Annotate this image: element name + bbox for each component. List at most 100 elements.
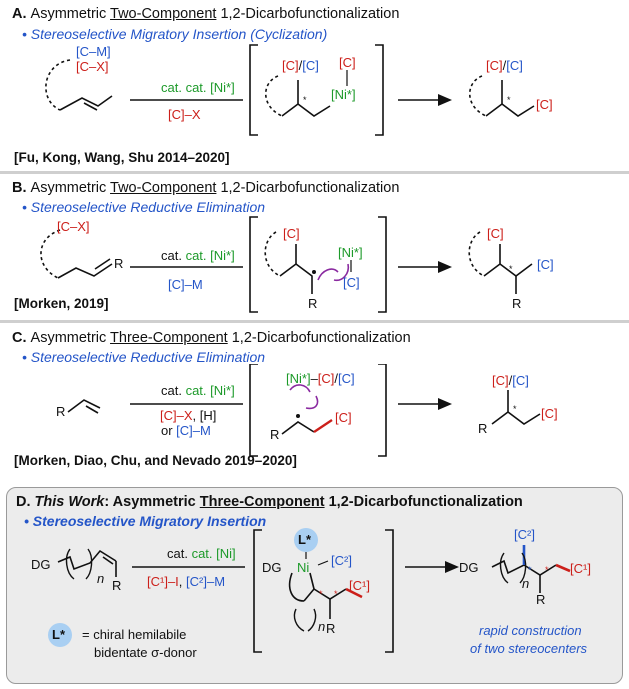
panel-a-bracket-right <box>375 44 384 136</box>
panel-a-product-ring <box>469 75 487 117</box>
panel-b-substrate-ring <box>40 229 61 279</box>
separator-ab <box>0 171 629 174</box>
panel-a-int-c1c2: [C]/[C] <box>282 58 319 73</box>
panel-d-int-dg: DG <box>262 560 282 575</box>
panel-d-prod-n: n <box>522 576 530 591</box>
panel-a-intermediate-ring <box>265 75 283 117</box>
panel-a-substrate-cm: [C–M] <box>76 44 111 59</box>
panel-c-product-star: * <box>513 404 517 414</box>
panel-d-subtitle: • Stereoselective Migratory Insertion <box>24 513 267 529</box>
panel-b-substrate-r: R <box>114 256 124 271</box>
panel-a-bracket-left <box>249 44 258 136</box>
panel-c-prod-c1c2: [C]/[C] <box>492 373 529 388</box>
panel-d-substrate-chain <box>57 549 117 571</box>
panel-c-bracket-left <box>249 364 258 457</box>
panel-d-int-c1: [C¹] <box>349 578 370 593</box>
panel-b-curl-arrow-1 <box>317 268 339 281</box>
panel-d-box <box>6 487 623 684</box>
panel-a-reference: [Fu, Kong, Wang, Shu 2014–2020] <box>14 150 230 165</box>
panel-b-scheme: * <box>40 216 533 313</box>
panel-d-int-r: R <box>326 621 336 636</box>
panel-b-prod-r: R <box>512 296 522 311</box>
panel-c-product-chain <box>491 390 509 425</box>
panel-d-int-ligand: L* <box>298 532 311 547</box>
panel-d-prod-c1: [C¹] <box>570 561 591 576</box>
panel-c-reagent-bottom-2: or [C]–M <box>161 423 211 438</box>
panel-c-curl-arrow-1 <box>289 384 311 393</box>
panel-c-scheme: * <box>67 364 541 457</box>
panel-d-caption-2: of two stereocenters <box>470 641 588 656</box>
panel-b-int-r: R <box>308 296 318 311</box>
panel-a-reagent-bottom: [C]–X <box>168 107 201 122</box>
panel-c-reference: [Morken, Diao, Chu, and Nevado 2019–2020… <box>14 453 297 468</box>
panel-b-int-ni: [Ni*] <box>338 245 363 260</box>
panel-c-reagent-bottom-1: [C]–X, [H] <box>160 408 217 423</box>
panel-d-product-chain <box>491 559 557 576</box>
panel-c-bracket-right <box>378 364 387 457</box>
panel-b-bracket-left <box>249 216 258 313</box>
panel-b-product-chain <box>483 244 501 277</box>
panel-a-prod-c1c2: [C]/[C] <box>486 58 523 73</box>
panel-d-int-c2: [C²] <box>331 553 352 568</box>
panel-b-product-ring <box>468 231 485 277</box>
panel-d-int-star-1: * <box>319 589 323 599</box>
panel-a-substrate-cx: [C–X] <box>76 59 109 74</box>
panel-a-int-ni: [Ni*] <box>331 87 356 102</box>
panel-a-header: A. Asymmetric Two-Component 1,2-Dicarbof… <box>12 6 400 22</box>
panel-d-legend-text2: bidentate σ-donor <box>94 645 197 660</box>
panel-a-intermediate-chain <box>281 80 299 117</box>
panel-c-reagent-top: cat. cat. [Ni*] <box>161 383 235 398</box>
panel-d-legend-text1: = chiral hemilabile <box>82 627 187 642</box>
panel-d-prod-r: R <box>536 592 546 607</box>
panel-b-bracket-right <box>378 216 387 313</box>
panel-d-reagent-top: cat. cat. [Ni] <box>167 546 236 561</box>
panel-c-header: C. Asymmetric Three-Component 1,2-Dicarb… <box>12 330 411 346</box>
panel-a-product-chain <box>485 80 503 117</box>
panel-c-int-ni-c: [Ni*]–[C]/[C] <box>286 371 355 386</box>
panel-c-subtitle: • Stereoselective Reductive Elimination <box>22 349 266 365</box>
panel-b-substrate-alkene <box>57 263 113 279</box>
panel-c-intermediate-chain <box>281 421 315 435</box>
panel-b-reference: [Morken, 2019] <box>14 296 109 311</box>
panel-d-substrate-r: R <box>112 578 122 593</box>
panel-c-int-r: R <box>270 427 280 442</box>
panel-b-subtitle: • Stereoselective Reductive Elimination <box>22 199 266 215</box>
panel-b-substrate-cx: [C–X] <box>57 219 90 234</box>
panel-a-intermediate-star: * <box>303 95 307 105</box>
panel-b-reagent-bottom: [C]–M <box>168 277 203 292</box>
panel-c-substrate-r: R <box>56 404 66 419</box>
panel-b-prod-c1: [C] <box>487 226 504 241</box>
panel-b-curl-arrow-2 <box>333 263 350 282</box>
panel-d-prod-star-2: * <box>545 565 549 575</box>
panel-d-prod-dg: DG <box>459 560 479 575</box>
panel-c-prod-r: R <box>478 421 488 436</box>
panel-d-int-star-2: * <box>334 589 338 599</box>
panel-c-int-c3: [C] <box>335 410 352 425</box>
panel-a-subtitle: • Stereoselective Migratory Insertion (C… <box>22 26 328 42</box>
panel-a-int-c3: [C] <box>339 55 356 70</box>
panel-a-prod-c3: [C] <box>536 97 553 112</box>
panel-d-substrate-n: n <box>97 571 105 586</box>
panel-d-scheme: * * * * <box>48 528 571 653</box>
panel-d-substrate-dg: DG <box>31 557 51 572</box>
panel-b-header: B. Asymmetric Two-Component 1,2-Dicarbof… <box>12 180 400 196</box>
panel-d-legend-ligand: L* <box>52 627 65 642</box>
panel-a-scheme: * * <box>45 44 535 136</box>
panel-d-prod-star-1: * <box>528 565 532 575</box>
panel-b-int-c2: [C] <box>343 275 360 290</box>
panel-a-substrate-ring <box>45 59 71 111</box>
panel-a-product-star: * <box>507 95 511 105</box>
panel-b-intermediate-ring <box>264 231 281 277</box>
panel-d-reagent-bottom: [C¹]–I, [C²]–M <box>147 574 226 589</box>
panel-b-product-star: * <box>509 264 513 274</box>
panel-d-header: D. This Work: Asymmetric Three-Component… <box>16 494 523 510</box>
panel-b-prod-c2: [C] <box>537 257 554 272</box>
panel-b-int-c1: [C] <box>283 226 300 241</box>
panel-a-reagent-top: cat. cat. [Ni*] <box>161 80 235 95</box>
panel-d-bracket-right <box>385 529 394 653</box>
panel-d-legend-bubble <box>48 623 72 647</box>
separator-bc <box>0 320 629 323</box>
panel-d-bracket-left <box>253 529 262 653</box>
panel-d-int-n: n <box>318 619 326 634</box>
panel-d-caption-1: rapid construction <box>479 623 582 638</box>
